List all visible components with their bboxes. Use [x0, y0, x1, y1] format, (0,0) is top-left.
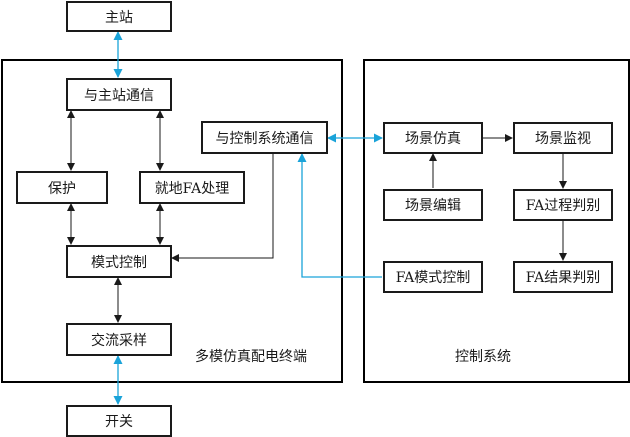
- node-scene-monitor: 场景监视: [513, 122, 613, 154]
- node-switch: 开关: [66, 405, 172, 437]
- node-master: 主站: [66, 1, 172, 32]
- node-ac-sampling: 交流采样: [66, 323, 172, 356]
- node-control-comm: 与控制系统通信: [201, 121, 328, 154]
- node-fa-mode-control: FA模式控制: [383, 261, 483, 293]
- node-protection: 保护: [16, 171, 108, 204]
- node-fa-result: FA结果判别: [513, 261, 613, 293]
- terminal-group-label: 多模仿真配电终端: [195, 349, 307, 365]
- node-mode-control: 模式控制: [66, 245, 172, 278]
- control-system-group: [363, 59, 630, 383]
- node-local-fa: 就地FA处理: [139, 171, 245, 204]
- node-master-comm: 与主站通信: [66, 78, 172, 111]
- control-system-group-label: 控制系统: [455, 349, 511, 365]
- node-scene-edit: 场景编辑: [383, 189, 483, 221]
- node-scene-sim: 场景仿真: [383, 122, 483, 154]
- terminal-group: [1, 59, 343, 383]
- node-fa-process: FA过程判别: [513, 189, 613, 221]
